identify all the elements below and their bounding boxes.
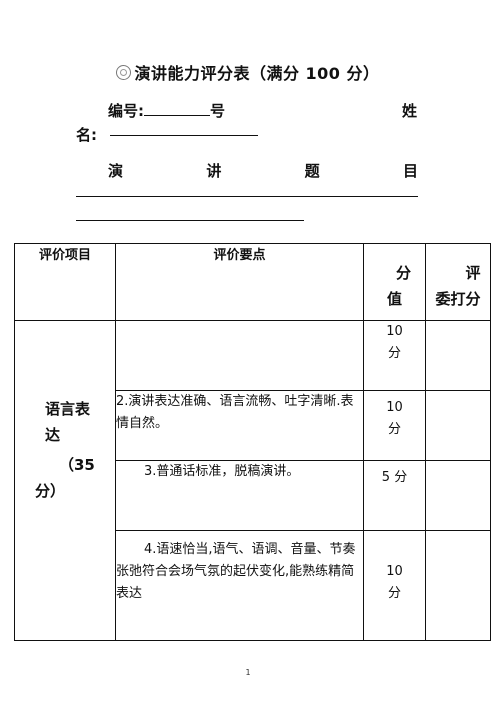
table-row: 4.语速恰当,语气、语调、音量、节奏张弛符合会场气氛的起伏变化,能熟练精简表达 … xyxy=(15,530,491,641)
number-blank xyxy=(144,115,210,116)
table-row: 语言表 达 （35 分） 10 分 xyxy=(14,320,491,641)
point-text: 3.普通话标准，脱稿演讲。 xyxy=(115,460,364,531)
category-line3: （35 xyxy=(59,456,95,474)
topic-char: 讲 xyxy=(206,162,222,180)
score-cell: 10 分 xyxy=(363,390,426,461)
name-label-part2: 名: xyxy=(76,126,97,144)
number-suffix: 号 xyxy=(210,102,226,120)
topic-label: 演 讲 题 目 xyxy=(108,160,418,181)
table-row: 3.普通话标准，脱稿演讲。 5 分 xyxy=(15,460,491,531)
score-value: 10 xyxy=(386,400,403,415)
table-header-row: 评价项目 评价要点 分 值 评 委打分 xyxy=(14,243,491,321)
page-title: 演讲能力评分表（满分 100 分） xyxy=(0,60,496,84)
header-judge-line2: 委打分 xyxy=(435,290,481,308)
header-points: 评价要点 xyxy=(115,243,364,321)
name-blank xyxy=(110,135,258,136)
category-line1: 语言表 xyxy=(45,400,91,418)
topic-blank-line-1 xyxy=(76,196,418,197)
category-cell: 语言表 达 （35 分） xyxy=(14,320,116,641)
judge-cell[interactable] xyxy=(425,390,491,461)
header-item: 评价项目 xyxy=(14,243,116,321)
category-line4: 分） xyxy=(35,482,66,500)
score-cell: 10 分 xyxy=(363,530,426,641)
header-score: 分 值 xyxy=(363,243,426,321)
score-value: 10 xyxy=(386,564,403,579)
topic-blank-line-2 xyxy=(76,220,304,221)
score-unit: 分 xyxy=(387,346,401,361)
score-value: 5 分 xyxy=(381,470,408,485)
score-unit: 分 xyxy=(387,586,401,601)
score-value: 10 xyxy=(386,324,403,339)
judge-cell[interactable] xyxy=(425,320,491,391)
header-score-line2: 值 xyxy=(386,290,402,308)
category-line2: 达 xyxy=(45,426,61,444)
topic-char: 目 xyxy=(402,162,418,180)
topic-char: 题 xyxy=(304,162,320,180)
header-judge: 评 委打分 xyxy=(425,243,491,321)
score-cell: 10 分 xyxy=(363,320,426,391)
page-number: 1 xyxy=(245,668,251,677)
point-text: 2.演讲表达准确、语言流畅、吐字清晰.表情自然。 xyxy=(115,390,364,461)
point-text: 4.语速恰当,语气、语调、音量、节奏张弛符合会场气氛的起伏变化,能熟练精简表达 xyxy=(115,530,364,641)
school-seal-icon xyxy=(116,65,132,80)
point-text xyxy=(115,320,364,391)
number-label: 编号: xyxy=(108,102,144,120)
judge-cell[interactable] xyxy=(425,530,491,641)
score-table: 评价项目 评价要点 分 值 评 委打分 语言表 达 （35 分） 10 分 2.… xyxy=(14,243,491,641)
header-judge-line1: 评 xyxy=(465,264,481,282)
table-row: 2.演讲表达准确、语言流畅、吐字清晰.表情自然。 10 分 xyxy=(15,390,491,461)
topic-char: 演 xyxy=(108,162,124,180)
name-label-part1: 姓 xyxy=(402,102,418,120)
header-score-line1: 分 xyxy=(395,264,411,282)
score-unit: 分 xyxy=(387,422,401,437)
judge-cell[interactable] xyxy=(425,460,491,531)
page-title-text: 演讲能力评分表（满分 100 分） xyxy=(134,64,380,83)
number-field: 编号: 号 xyxy=(108,100,225,121)
score-cell: 5 分 xyxy=(363,460,426,531)
